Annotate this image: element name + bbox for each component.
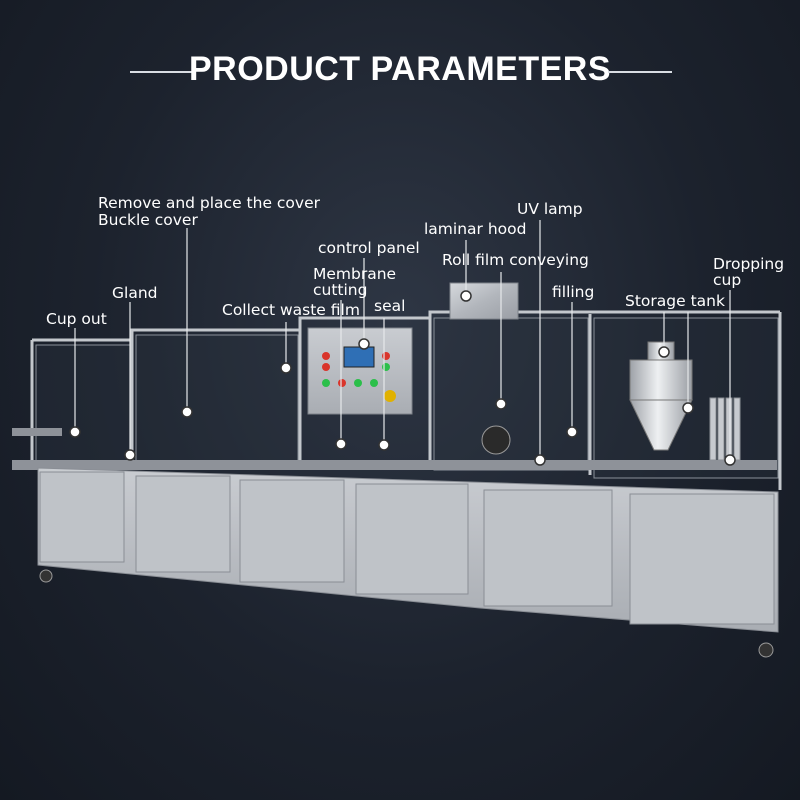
film-roll	[481, 425, 511, 455]
title-rule-left	[130, 71, 192, 73]
label-buckle-cover: Buckle cover	[98, 211, 198, 229]
page-title: PRODUCT PARAMETERS	[188, 50, 612, 88]
label-roll-film: Roll film conveying	[442, 251, 589, 269]
title-rule-right	[608, 71, 672, 73]
label-laminar-hood: laminar hood	[424, 220, 527, 238]
label-control-panel: control panel	[318, 239, 420, 257]
leader-lines	[74, 220, 731, 460]
laminar-hood	[449, 282, 519, 320]
lower-cabinet	[37, 467, 779, 633]
label-dropping-cup-1: Dropping	[713, 255, 785, 273]
label-membrane-1: Membrane	[313, 265, 397, 283]
guard-frame	[30, 310, 782, 490]
label-membrane-2: cutting	[313, 281, 368, 299]
casters	[39, 569, 774, 658]
label-remove-cover: Remove and place the cover	[98, 194, 320, 212]
label-dropping-cup-2: cup	[713, 271, 742, 289]
label-filling: filling	[552, 283, 595, 301]
label-gland: Gland	[112, 284, 158, 302]
cup-stacks	[709, 397, 741, 461]
bench-top	[12, 460, 777, 470]
label-seal: seal	[374, 297, 406, 315]
label-collect-waste: Collect waste film	[222, 301, 360, 319]
label-storage-tank: Storage tank	[625, 292, 725, 310]
guard-glass	[35, 317, 779, 479]
label-cup-out: Cup out	[46, 310, 107, 328]
pointer-marker-icon	[69, 290, 736, 466]
label-uv-lamp: UV lamp	[517, 200, 583, 218]
